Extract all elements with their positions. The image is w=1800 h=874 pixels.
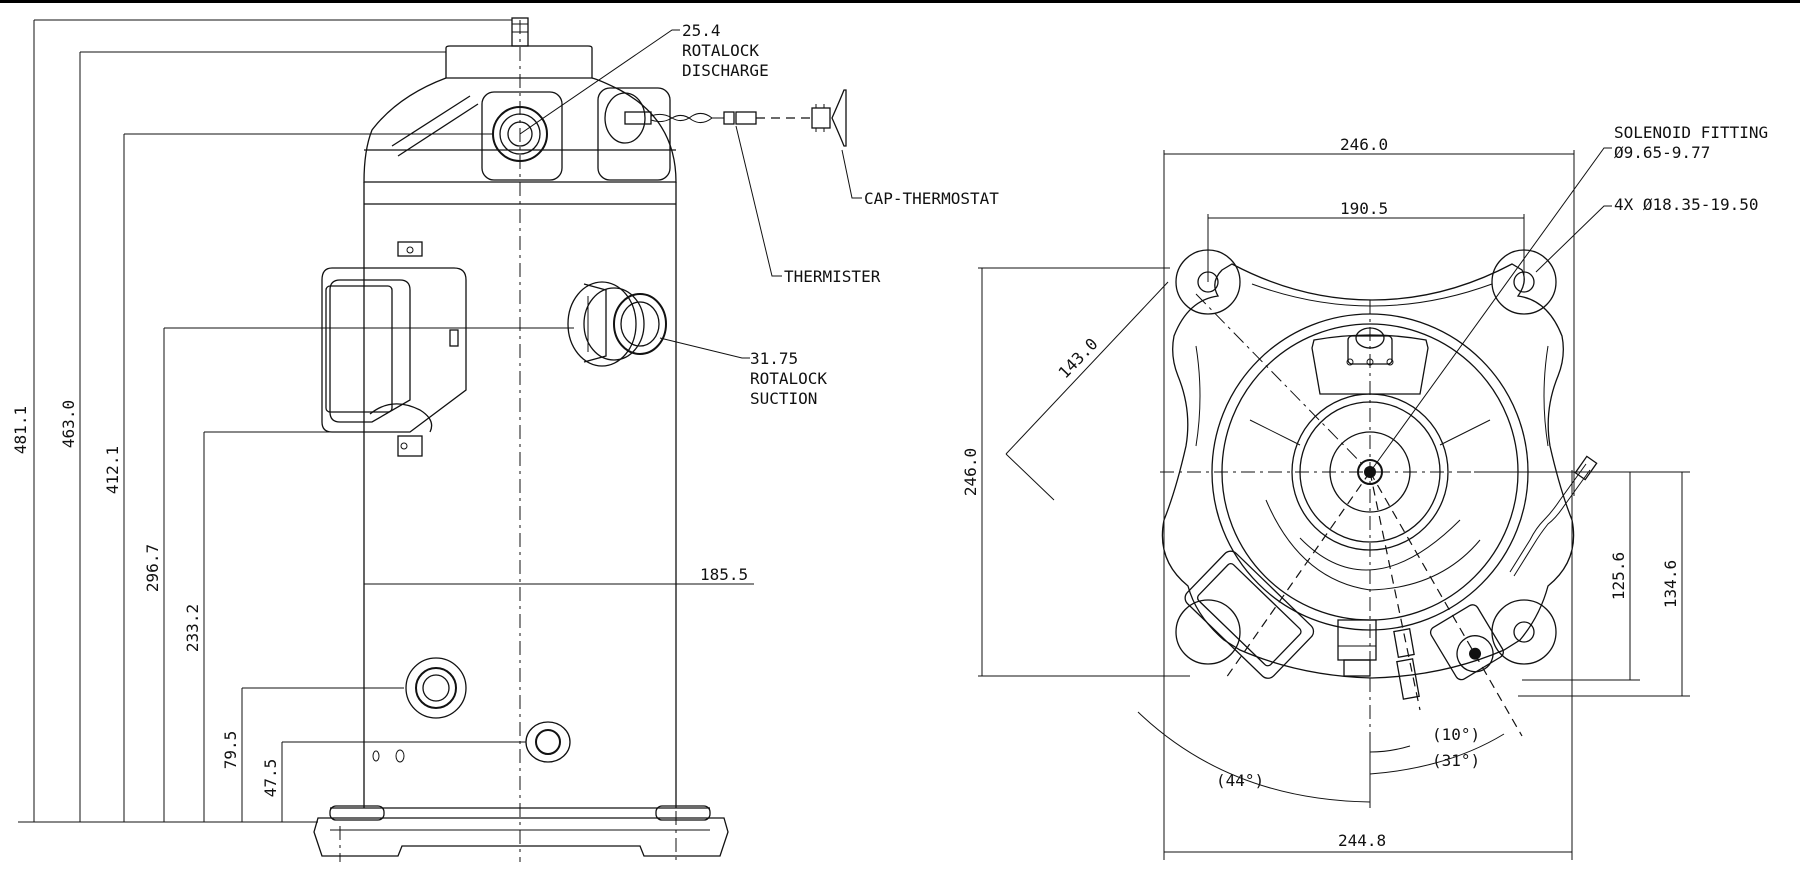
suction-callout: 31.75 ROTALOCK SUCTION [659,337,827,408]
angle-44: (44°) [1216,771,1264,790]
holes-label: 4X Ø18.35-19.50 [1614,195,1759,214]
dim-463: 463.0 [59,400,78,448]
thermostat-port [604,92,652,144]
dim-412: 412.1 [103,446,122,494]
height-dimension-labels: 481.1 463.0 412.1 296.7 233.2 79.5 47.5 … [11,400,748,797]
angle-31: (31°) [1432,751,1480,770]
suction-fitting [567,281,667,367]
top-view: 246.0 190.5 246.0 143.0 125.6 134.6 244.… [961,123,1768,860]
discharge-label: DISCHARGE [682,61,769,80]
dim-width-246: 246.0 [1340,135,1388,154]
dim-width-244: 244.8 [1338,831,1386,850]
top-lower-fittings [1337,619,1420,700]
mounting-holes [1175,249,1557,665]
angle-arcs [1137,711,1505,806]
terminal-box [321,241,467,457]
top-border [0,0,1800,3]
discharge-size: 25.4 [682,21,721,40]
top-dimension-labels: 246.0 190.5 246.0 143.0 125.6 134.6 244.… [961,135,1680,850]
angle-44-line [1225,471,1371,679]
side-view: 481.1 463.0 412.1 296.7 233.2 79.5 47.5 … [11,17,999,862]
dim-diag-143: 143.0 [1054,334,1101,382]
angle-31-line [1369,471,1523,737]
top-thermister-wire [1509,455,1598,577]
discharge-type: ROTALOCK [682,41,759,60]
suction-label: SUCTION [750,389,817,408]
solenoid-callout: SOLENOID FITTING Ø9.65-9.77 [1369,123,1768,473]
suction-type: ROTALOCK [750,369,827,388]
cap-thermostat-label: CAP-THERMOSTAT [864,189,999,208]
dim-width-190: 190.5 [1340,199,1388,218]
dim-233: 233.2 [183,604,202,652]
dim-185: 185.5 [700,565,748,584]
lower-fittings [372,657,571,763]
solenoid-size: Ø9.65-9.77 [1614,143,1710,162]
dim-296: 296.7 [143,544,162,592]
top-right-fitting [1429,604,1504,681]
solenoid-label: SOLENOID FITTING [1614,123,1768,142]
angle-10: (10°) [1432,725,1480,744]
dim-79: 79.5 [221,731,240,770]
dim-125: 125.6 [1609,552,1628,600]
holes-callout: 4X Ø18.35-19.50 [1535,195,1759,273]
thermister-label: THERMISTER [784,267,881,286]
discharge-callout: 25.4 ROTALOCK DISCHARGE [519,21,769,135]
suction-size: 31.75 [750,349,798,368]
dim-47: 47.5 [261,759,280,798]
top-diag-centerline [1195,293,1371,473]
thermister-assembly: CAP-THERMOSTAT THERMISTER [650,89,999,286]
top-dimension-lines [978,150,1690,860]
dim-height-246: 246.0 [961,448,980,496]
mounting-base [313,805,729,857]
top-terminal-box [1184,550,1315,679]
dim-481: 481.1 [11,406,30,454]
dim-134: 134.6 [1661,560,1680,608]
angle-10-line [1369,471,1421,711]
height-dimensions [18,19,754,823]
